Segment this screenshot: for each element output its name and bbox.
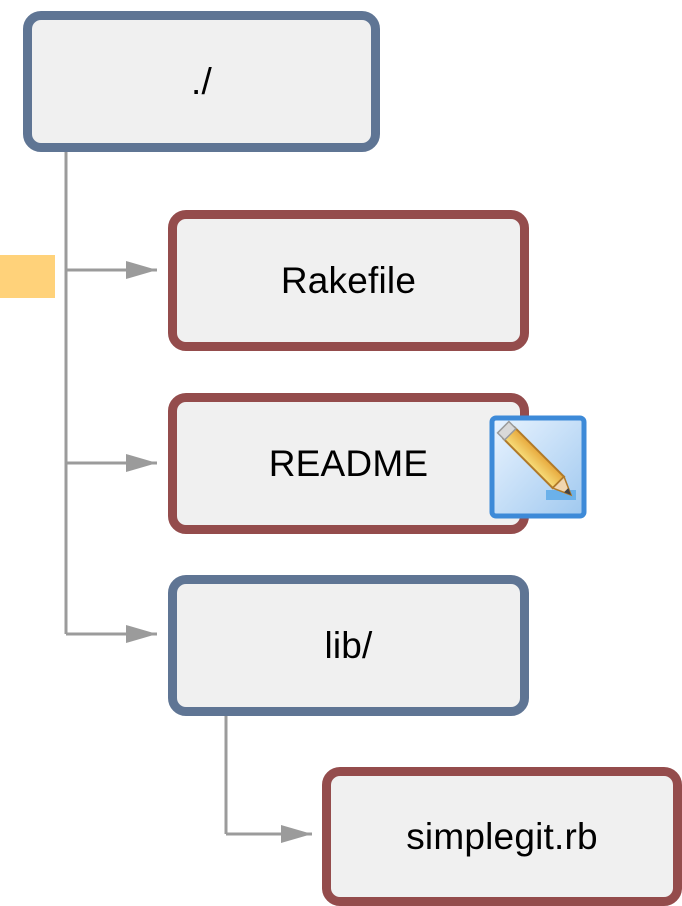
node-label: ./ xyxy=(191,60,212,102)
node-lib-folder[interactable]: lib/ xyxy=(168,575,529,716)
node-label: lib/ xyxy=(324,624,373,666)
highlight-marker xyxy=(0,255,55,298)
node-rakefile[interactable]: Rakefile xyxy=(168,210,529,351)
node-simplegit[interactable]: simplegit.rb xyxy=(322,767,682,906)
node-label: simplegit.rb xyxy=(406,815,598,857)
edit-document-icon xyxy=(489,415,587,519)
node-readme[interactable]: README xyxy=(168,393,529,534)
node-label: Rakefile xyxy=(280,259,417,301)
node-label: README xyxy=(268,442,429,484)
node-root-folder[interactable]: ./ xyxy=(23,11,380,152)
